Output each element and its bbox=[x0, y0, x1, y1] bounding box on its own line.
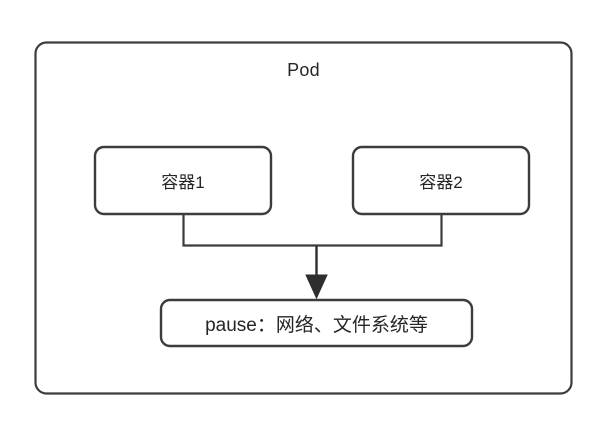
arrow-head-icon bbox=[305, 274, 328, 300]
pause-container-rect[interactable] bbox=[159, 298, 474, 348]
container-1-rect[interactable] bbox=[93, 145, 273, 216]
container-2-rect[interactable] bbox=[351, 145, 531, 216]
connector-line-container-2 bbox=[316, 215, 443, 247]
connector-line-container-1 bbox=[182, 215, 316, 247]
